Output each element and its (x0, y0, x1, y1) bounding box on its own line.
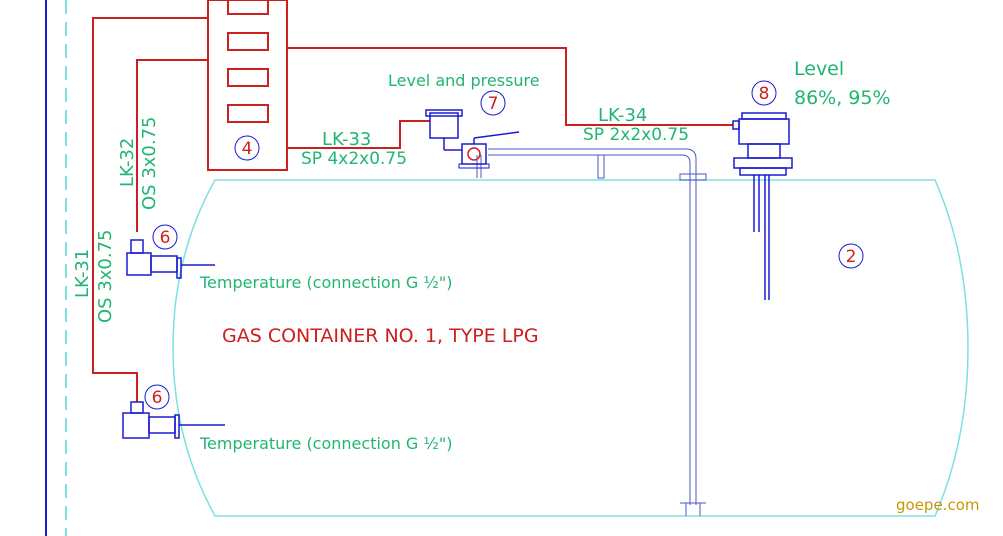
gas-tank-outline (172, 179, 969, 517)
control-panel (207, 0, 288, 171)
temperature-lower-callout-number: 6 (152, 388, 163, 408)
temperature-upper-callout-number: 6 (160, 228, 171, 248)
cable-lk32-name: LK-32 (117, 138, 138, 187)
cable-lk34-spec: SP 2x2x0.75 (583, 125, 689, 145)
tank-callout: 2 (838, 243, 864, 269)
cable-lk34-name: LK-34 (598, 105, 647, 126)
temperature-upper-label: Temperature (connection G ½") (199, 273, 453, 292)
level-switch (732, 112, 793, 300)
level-pressure-label: Level and pressure (388, 71, 540, 90)
temperature-sensor-lower (122, 401, 225, 439)
tank-title: GAS CONTAINER NO. 1, TYPE LPG (222, 325, 539, 347)
level-pressure-transmitter (425, 109, 520, 169)
cable-lk32 (136, 59, 208, 232)
cable-lk31-name: LK-31 (72, 249, 93, 298)
cable-lk33-spec: SP 4x2x0.75 (301, 149, 407, 169)
cable-lk33 (287, 120, 430, 149)
level-pressure-callout: 7 (480, 90, 506, 116)
cable-lk31-spec: OS 3x0.75 (95, 230, 116, 324)
panel-callout: 4 (234, 135, 260, 161)
level-values: 86%, 95% (794, 87, 891, 109)
level-callout: 8 (751, 80, 777, 106)
cable-lk31 (92, 17, 208, 402)
temperature-lower-label: Temperature (connection G ½") (199, 434, 453, 453)
pipe-line (476, 148, 707, 516)
cable-lk32-spec: OS 3x0.75 (139, 117, 160, 211)
level-callout-number: 8 (759, 84, 770, 104)
watermark-text: goepe.com (896, 496, 979, 514)
temperature-upper-callout: 6 (152, 224, 178, 250)
level-label: Level (794, 58, 844, 80)
cable-lk34 (287, 47, 733, 126)
temperature-sensor-upper (126, 239, 215, 279)
tank-callout-number: 2 (846, 247, 857, 267)
panel-callout-number: 4 (242, 139, 253, 159)
cable-lk33-name: LK-33 (322, 129, 371, 150)
temperature-lower-callout: 6 (144, 384, 170, 410)
level-pressure-callout-number: 7 (488, 94, 499, 114)
